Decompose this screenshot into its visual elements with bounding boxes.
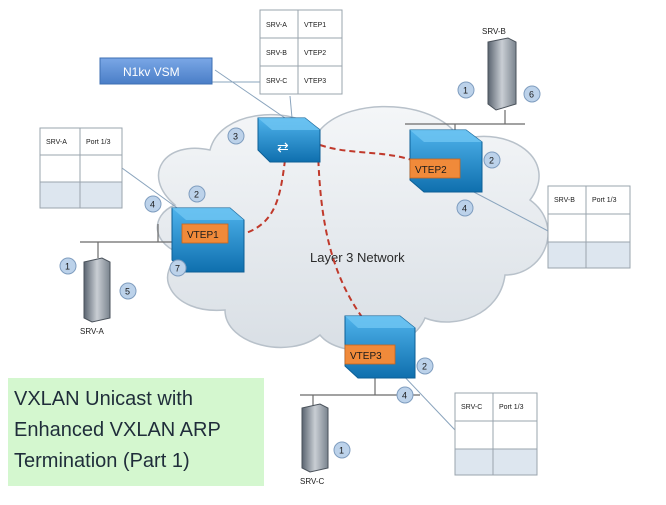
vtep3-table-cell: SRV-C bbox=[461, 404, 482, 411]
vtep3-table-callout bbox=[399, 371, 456, 431]
tunnel-vsm-vtep3 bbox=[317, 149, 373, 331]
vtep2-badge bbox=[409, 158, 461, 179]
step-number: 2 bbox=[194, 190, 199, 200]
tunnel-vsm-vtep2 bbox=[319, 144, 413, 161]
vsm-table-cell: VTEP3 bbox=[304, 78, 326, 85]
vtep2-table: SRV-B Port 1/3 bbox=[547, 185, 631, 269]
step-number: 1 bbox=[339, 446, 344, 456]
vtep2-steps: 2 4 bbox=[456, 151, 501, 217]
vtep3-table: SRV-C Port 1/3 bbox=[454, 392, 538, 476]
step-number: 2 bbox=[489, 156, 494, 166]
srv-a-steps: 1 5 bbox=[59, 257, 137, 300]
step-number: 7 bbox=[175, 264, 180, 274]
network-label: Layer 3 Network bbox=[310, 250, 405, 265]
srv-c-label: SRV-C bbox=[300, 477, 325, 486]
step-number: 6 bbox=[529, 90, 534, 100]
step-number: 4 bbox=[150, 200, 155, 210]
step-number: 2 bbox=[422, 362, 427, 372]
title-line: Enhanced VXLAN ARP bbox=[14, 419, 221, 441]
title-box: VXLAN Unicast with Enhanced VXLAN ARP Te… bbox=[8, 378, 264, 486]
tunnel-vsm-vtep1 bbox=[239, 159, 286, 236]
step-badge bbox=[227, 127, 245, 145]
step-number: 3 bbox=[233, 132, 238, 142]
vtep3-label: VTEP3 bbox=[350, 351, 382, 362]
srv-a-label: SRV-A bbox=[80, 327, 105, 336]
vtep2-label: VTEP2 bbox=[415, 165, 447, 176]
srv-c-server-icon bbox=[301, 403, 329, 473]
vtep3-table-cell: Port 1/3 bbox=[499, 404, 524, 411]
title-line: VXLAN Unicast with bbox=[14, 388, 193, 410]
vsm-table-callout bbox=[289, 95, 293, 119]
vsm-label: N1kv VSM bbox=[123, 65, 180, 79]
step-number: 1 bbox=[463, 86, 468, 96]
vtep1-badge bbox=[181, 223, 229, 244]
vsm-to-switch-callout bbox=[214, 69, 286, 119]
vsm-table-cell: SRV-B bbox=[266, 50, 287, 57]
step-number: 5 bbox=[125, 287, 130, 297]
vsm-table-cell: VTEP1 bbox=[304, 22, 326, 29]
vsm-table-cell: VTEP2 bbox=[304, 50, 326, 57]
vtep1-steps: 2 4 7 bbox=[144, 185, 206, 277]
vtep2-table-cell: Port 1/3 bbox=[592, 197, 617, 204]
vsm-table-cell: SRV-A bbox=[266, 22, 287, 29]
vtep3-steps: 2 4 bbox=[396, 357, 434, 404]
vtep3-badge bbox=[344, 344, 396, 365]
vsm-table: SRV-A VTEP1 SRV-B VTEP2 SRV-C VTEP3 bbox=[259, 9, 343, 95]
srv-a-server-icon bbox=[83, 257, 111, 323]
vtep1-table-cell: SRV-A bbox=[46, 139, 67, 146]
step-number: 4 bbox=[462, 204, 467, 214]
vtep2-table-callout bbox=[469, 189, 551, 233]
vsm-box: N1kv VSM bbox=[99, 57, 213, 85]
srv-b-steps: 1 6 bbox=[457, 81, 541, 103]
vtep2-table-cell: SRV-B bbox=[554, 197, 575, 204]
title-line: Termination (Part 1) bbox=[14, 450, 190, 472]
vtep1-label: VTEP1 bbox=[187, 230, 219, 241]
vsm-table-cell: SRV-C bbox=[266, 78, 287, 85]
step-number: 1 bbox=[65, 262, 70, 272]
srv-b-label: SRV-B bbox=[482, 27, 506, 36]
vtep1-table-callout bbox=[121, 167, 181, 211]
switch-arrows-icon: ⇄ bbox=[277, 139, 289, 155]
vtep1-table: SRV-A Port 1/3 bbox=[39, 127, 123, 209]
srv-c-steps: 1 bbox=[333, 441, 351, 459]
vsm-switch-icon: ⇄ bbox=[257, 117, 321, 163]
step-number: 4 bbox=[402, 391, 407, 401]
vtep1-table-cell: Port 1/3 bbox=[86, 139, 111, 146]
srv-b-server-icon bbox=[487, 37, 517, 111]
